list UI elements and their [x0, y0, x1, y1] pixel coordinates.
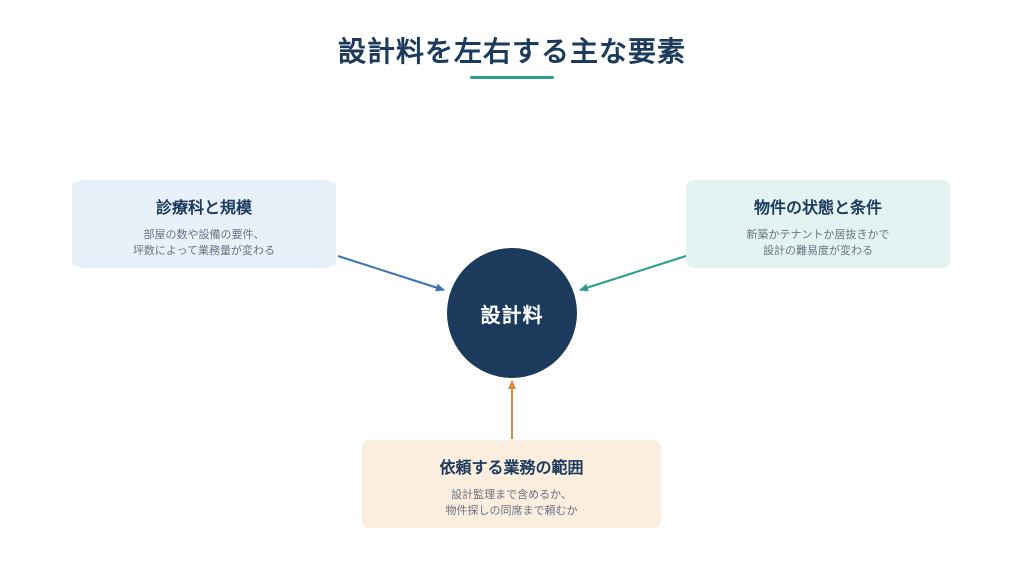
arrow-right — [579, 255, 687, 292]
factor-description-line: 設計の難易度が変わる — [763, 244, 873, 257]
factor-description-line: 設計監理まで含めるか、 — [451, 488, 572, 501]
factor-card-department-scale: 診療科と規模 部屋の数や設備の要件、 坪数によって業務量が変わる — [72, 180, 336, 268]
center-label: 設計料 — [480, 302, 544, 327]
factor-title: 依頼する業務の範囲 — [439, 458, 584, 477]
center-node: 設計料 — [447, 248, 577, 378]
arrow-left — [337, 255, 445, 292]
factor-description-line: 部屋の数や設備の要件、 — [143, 228, 265, 241]
factor-card-service-scope: 依頼する業務の範囲 設計監理まで含めるか、 物件探しの同席まで頼むか — [362, 440, 661, 528]
factor-card-property-condition: 物件の状態と条件 新築かテナントか居抜きかで 設計の難易度が変わる — [686, 180, 950, 268]
page-title: 設計料を左右する主な要素 — [337, 35, 686, 68]
factor-title: 物件の状態と条件 — [753, 198, 882, 217]
factor-description-line: 坪数によって業務量が変わる — [132, 244, 276, 257]
factor-description: 設計監理まで含めるか、 物件探しの同席まで頼むか — [362, 487, 661, 519]
factor-description: 新築かテナントか居抜きかで 設計の難易度が変わる — [686, 227, 950, 259]
factor-description: 部屋の数や設備の要件、 坪数によって業務量が変わる — [72, 227, 336, 259]
factor-title: 診療科と規模 — [155, 198, 252, 217]
title-underline — [470, 76, 554, 79]
factor-description-line: 新築かテナントか居抜きかで — [746, 228, 890, 241]
factor-description-line: 物件探しの同席まで頼むか — [445, 504, 578, 517]
